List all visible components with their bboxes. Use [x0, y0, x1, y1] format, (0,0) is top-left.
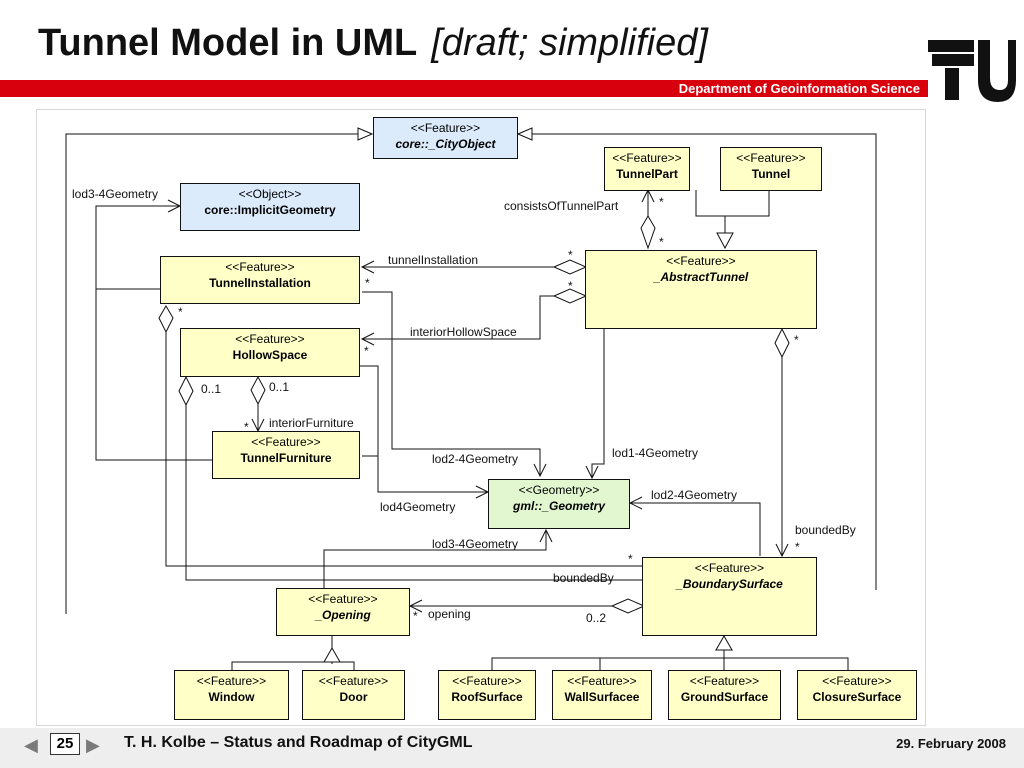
mult-star: *: [628, 552, 633, 566]
lod4geometry-label: lod4Geometry: [380, 500, 456, 514]
stereotype: <<Feature>>: [736, 151, 806, 165]
header-bar: [0, 80, 928, 97]
door-class[interactable]: <<Feature>> Door: [302, 670, 405, 720]
tunnel-installation-label: tunnelInstallation: [388, 253, 479, 267]
class-name: ClosureSurface: [812, 690, 902, 704]
class-name: core::ImplicitGeometry: [204, 203, 336, 217]
stereotype: <<Feature>>: [822, 674, 892, 688]
lod1-4geometry-label: lod1-4Geometry: [612, 446, 699, 460]
slide-title: Tunnel Model in UML [draft; simplified]: [38, 22, 708, 65]
opening-label: opening: [428, 607, 471, 621]
mult-star: *: [413, 609, 418, 623]
mult-star: *: [659, 235, 664, 249]
closure-surface-class[interactable]: <<Feature>> ClosureSurface: [797, 670, 917, 720]
class-name: TunnelPart: [616, 167, 678, 181]
abstract-tunnel-class[interactable]: <<Feature>> _AbstractTunnel: [585, 250, 817, 329]
opening-class[interactable]: <<Feature>> _Opening: [276, 588, 410, 636]
class-name: Window: [208, 690, 255, 704]
hollow-space-class[interactable]: <<Feature>> HollowSpace: [180, 328, 360, 377]
boundary-surface-class[interactable]: <<Feature>> _BoundarySurface: [642, 557, 817, 636]
mult-star: *: [244, 420, 249, 434]
tunnel-part-class[interactable]: <<Feature>> TunnelPart: [604, 147, 690, 191]
ground-surface-class[interactable]: <<Feature>> GroundSurface: [668, 670, 781, 720]
class-name: TunnelFurniture: [240, 451, 332, 465]
class-name: TunnelInstallation: [209, 276, 311, 290]
stereotype: <<Feature>>: [318, 674, 389, 688]
svg-text:berlin: berlin: [990, 60, 1000, 82]
class-name: WallSurfacee: [564, 690, 640, 704]
class-name: Tunnel: [751, 167, 791, 181]
tunnel-installation-class[interactable]: <<Feature>> TunnelInstallation: [160, 256, 360, 304]
stereotype: <<Feature>>: [225, 260, 295, 274]
consists-of-tunnel-part-label: consistsOfTunnelPart: [504, 199, 619, 213]
stereotype: <<Feature>>: [196, 674, 267, 688]
department-label: Department of Geoinformation Science: [678, 81, 920, 96]
tu-berlin-logo: berlin: [928, 40, 1016, 102]
class-name: _BoundarySurface: [676, 577, 783, 591]
wall-surface-class[interactable]: <<Feature>> WallSurfacee: [552, 670, 652, 720]
mult-0-1: 0..1: [269, 380, 290, 394]
mult-star: *: [794, 333, 799, 347]
roof-surface-class[interactable]: <<Feature>> RoofSurface: [438, 670, 536, 720]
stereotype: <<Object>>: [238, 187, 302, 201]
class-name: Door: [339, 690, 368, 704]
mult-star: *: [568, 279, 573, 293]
mult-0-2: 0..2: [586, 611, 607, 625]
class-name: GroundSurface: [680, 690, 769, 704]
class-name: gml::_Geometry: [512, 499, 606, 513]
mult-star: *: [178, 305, 183, 319]
mult-star: *: [568, 248, 573, 262]
footer-title: T. H. Kolbe – Status and Roadmap of City…: [124, 734, 473, 751]
stereotype: <<Feature>>: [452, 674, 522, 688]
tunnel-furniture-class[interactable]: <<Feature>> TunnelFurniture: [212, 431, 360, 479]
footer-date: 29. February 2008: [896, 736, 1006, 751]
mult-star: *: [364, 344, 369, 358]
stereotype: <<Feature>>: [410, 121, 481, 135]
class-name: HollowSpace: [232, 348, 308, 362]
implicit-geometry-class[interactable]: <<Object>> core::ImplicitGeometry: [180, 183, 360, 231]
mult-star: *: [659, 195, 664, 209]
lod2-4geometry-label: lod2-4Geometry: [651, 488, 738, 502]
interior-furniture-label: interiorFurniture: [269, 416, 354, 430]
page-number: 25: [50, 733, 80, 755]
class-name: core::_CityObject: [395, 137, 496, 151]
stereotype: <<Geometry>>: [518, 483, 600, 497]
class-name: _Opening: [315, 608, 371, 622]
lod2-4geometry-label: lod2-4Geometry: [432, 452, 519, 466]
class-name: _AbstractTunnel: [653, 270, 749, 284]
stereotype: <<Feature>>: [567, 674, 637, 688]
title-suffix: [draft; simplified]: [431, 22, 708, 64]
tunnel-class[interactable]: <<Feature>> Tunnel: [720, 147, 822, 191]
stereotype: <<Feature>>: [235, 332, 305, 346]
city-object-class[interactable]: <<Feature>> core::_CityObject: [373, 117, 518, 159]
footer-bar: [0, 728, 1024, 768]
class-name: RoofSurface: [451, 690, 523, 704]
next-slide-icon[interactable]: ▶: [86, 735, 100, 755]
title-main: Tunnel Model in UML: [38, 22, 418, 64]
stereotype: <<Feature>>: [612, 151, 682, 165]
mult-star: *: [795, 540, 800, 554]
lod3-4geometry-label: lod3-4Geometry: [72, 187, 159, 201]
prev-slide-icon[interactable]: ◀: [24, 735, 38, 755]
window-class[interactable]: <<Feature>> Window: [174, 670, 289, 720]
geometry-class[interactable]: <<Geometry>> gml::_Geometry: [488, 479, 630, 529]
stereotype: <<Feature>>: [689, 674, 760, 688]
mult-star: *: [365, 276, 370, 290]
stereotype: <<Feature>>: [666, 254, 736, 268]
bounded-by-label: boundedBy: [795, 523, 856, 537]
bounded-by-label: boundedBy: [553, 571, 614, 585]
lod3-4geometry-label: lod3-4Geometry: [432, 537, 519, 551]
stereotype: <<Feature>>: [308, 592, 378, 606]
stereotype: <<Feature>>: [694, 561, 765, 575]
mult-0-1: 0..1: [201, 382, 222, 396]
interior-hollow-space-label: interiorHollowSpace: [410, 325, 517, 339]
stereotype: <<Feature>>: [251, 435, 321, 449]
